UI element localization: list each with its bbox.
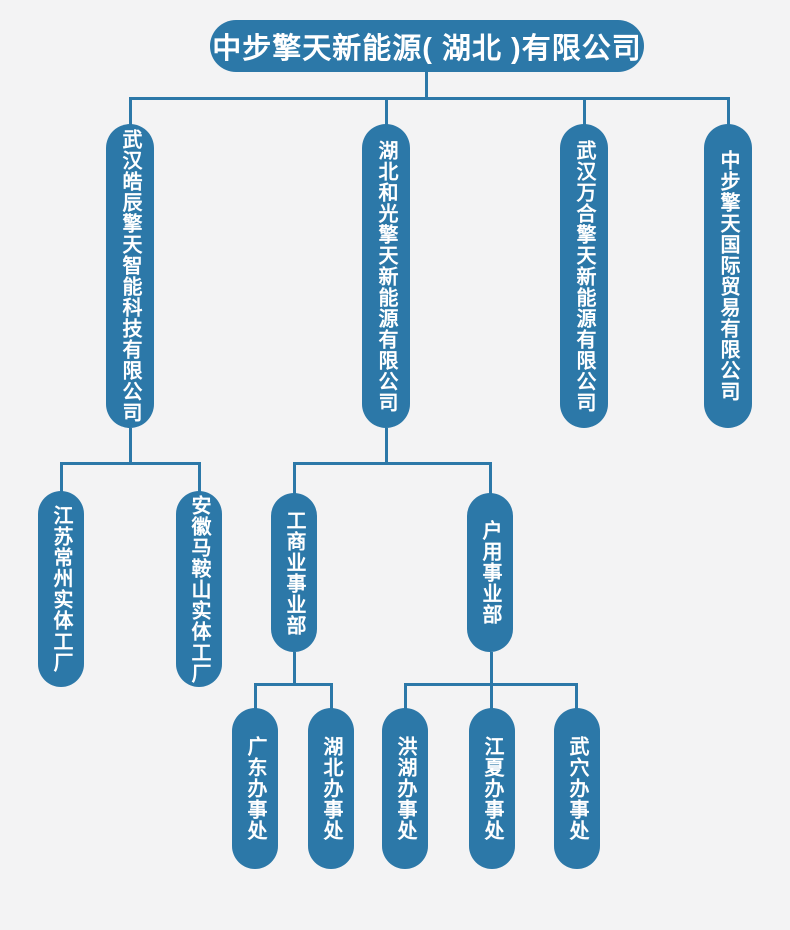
org-node-subsidiary-2-label: 湖北和光擎天新能源有限公司 xyxy=(375,139,397,413)
connector-factory-stub-2 xyxy=(198,462,201,494)
connector-subsidiary1-down xyxy=(129,428,132,463)
org-node-department-2: 户用事业部 xyxy=(467,493,513,652)
connector-office-stub-5 xyxy=(575,683,578,711)
org-node-subsidiary-3: 武汉万合擎天新能源有限公司 xyxy=(560,124,608,428)
connector-subsidiary2-down xyxy=(385,428,388,463)
org-node-factory-1: 江苏常州实体工厂 xyxy=(38,491,84,687)
connector-factories-horizontal xyxy=(60,462,201,465)
org-node-factory-2: 安徽马鞍山实体工厂 xyxy=(176,491,222,687)
org-node-subsidiary-1: 武汉皓辰擎天智能科技有限公司 xyxy=(106,124,154,428)
org-node-factory-2-label: 安徽马鞍山实体工厂 xyxy=(188,494,210,684)
org-node-subsidiary-2: 湖北和光擎天新能源有限公司 xyxy=(362,124,410,428)
connector-root-down xyxy=(425,72,428,98)
org-node-root: 中步擎天新能源( 湖北 )有限公司 xyxy=(210,20,644,72)
org-node-subsidiary-4: 中步擎天国际贸易有限公司 xyxy=(704,124,752,428)
connector-level1-stub-1 xyxy=(129,97,132,127)
connector-level1-stub-3 xyxy=(583,97,586,127)
connector-level1-horizontal xyxy=(129,97,730,100)
org-node-subsidiary-1-label: 武汉皓辰擎天智能科技有限公司 xyxy=(119,129,141,423)
connector-office-stub-3 xyxy=(404,683,407,711)
org-node-office-1-label: 广东办事处 xyxy=(244,736,266,841)
org-node-office-2: 湖北办事处 xyxy=(308,708,354,869)
org-node-factory-1-label: 江苏常州实体工厂 xyxy=(50,505,72,673)
org-node-department-2-label: 户用事业部 xyxy=(479,520,501,625)
org-node-office-4-label: 江夏办事处 xyxy=(481,736,503,841)
org-node-office-3-label: 洪湖办事处 xyxy=(394,736,416,841)
connector-department-stub-2 xyxy=(489,462,492,496)
connector-department-stub-1 xyxy=(293,462,296,496)
connector-department2-down xyxy=(490,652,493,684)
org-node-office-5-label: 武穴办事处 xyxy=(566,736,588,841)
org-node-office-3: 洪湖办事处 xyxy=(382,708,428,869)
connector-departments-horizontal xyxy=(293,462,492,465)
connector-level1-stub-2 xyxy=(385,97,388,127)
org-node-department-1-label: 工商业事业部 xyxy=(283,509,305,636)
org-node-office-4: 江夏办事处 xyxy=(469,708,515,869)
org-node-office-1: 广东办事处 xyxy=(232,708,278,869)
connector-level1-stub-4 xyxy=(727,97,730,127)
org-node-department-1: 工商业事业部 xyxy=(271,493,317,652)
connector-office-stub-2 xyxy=(330,683,333,711)
connector-office-stub-4 xyxy=(490,683,493,711)
connector-offices-a-horizontal xyxy=(254,683,333,686)
connector-office-stub-1 xyxy=(254,683,257,711)
org-node-subsidiary-4-label: 中步擎天国际贸易有限公司 xyxy=(717,150,739,402)
org-node-root-label: 中步擎天新能源( 湖北 )有限公司 xyxy=(212,33,642,65)
connector-department1-down xyxy=(293,652,296,684)
connector-factory-stub-1 xyxy=(60,462,63,494)
org-node-office-2-label: 湖北办事处 xyxy=(320,736,342,841)
org-node-office-5: 武穴办事处 xyxy=(554,708,600,869)
org-node-subsidiary-3-label: 武汉万合擎天新能源有限公司 xyxy=(573,139,595,413)
